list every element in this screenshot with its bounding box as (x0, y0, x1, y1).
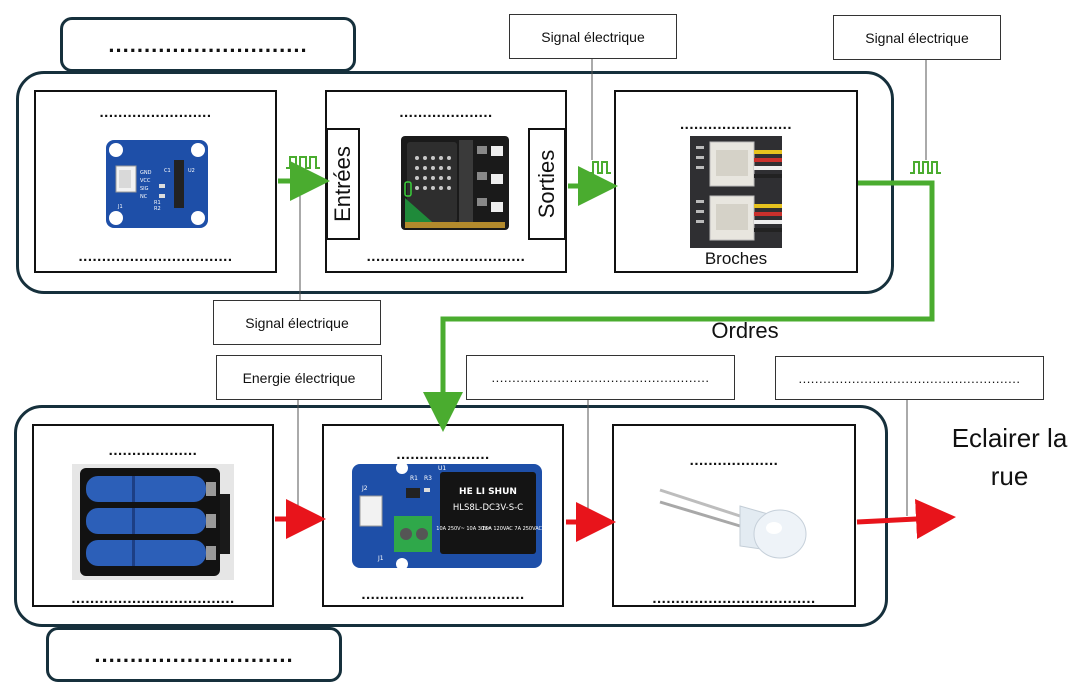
bottom-group-title: ............................ (46, 627, 342, 682)
battery-top-blank: ................... (108, 442, 198, 459)
pins-caption: Broches (704, 249, 768, 268)
battery-panel: ................... ....................… (32, 424, 274, 607)
silk-u2: U2 (188, 168, 195, 174)
battery-bottom-blank: ................................... (71, 590, 235, 607)
silk-gnd: GND (140, 170, 152, 176)
relay-rating-right: 15A 120VAC 7A 250VAC (482, 526, 543, 532)
pins-connector-image (690, 136, 782, 248)
signal-callout-3: Signal électrique (213, 300, 381, 345)
silk-relay-r1: R1 (410, 475, 418, 482)
silk-relay-r3: R3 (424, 475, 432, 482)
microbit-bottom-blank: .................................. (366, 248, 526, 265)
led-image (656, 476, 816, 576)
silk-vcc: VCC (140, 178, 151, 184)
relay-top-blank: .................... (396, 446, 490, 463)
silk-c1: C1 (164, 168, 171, 174)
battery-pack-image (72, 464, 234, 580)
order-arrow-pins-to-relay (423, 180, 935, 432)
orders-label: Ordres (711, 318, 779, 343)
pins-top-blank: ........................ (679, 116, 793, 133)
silk-nc: NC (140, 194, 148, 200)
sensor-top-blank: ........................ (99, 104, 212, 121)
relay-model: HLS8L-DC3V-S-C (453, 503, 523, 513)
relay-bottom-blank: ................................... (361, 586, 525, 603)
relay-brand: HE LI SHUN (459, 487, 517, 497)
sensor-bottom-blank: ................................. (78, 248, 233, 265)
signal-callout-2: Signal électrique (833, 15, 1001, 60)
led-bottom-blank: ................................... (652, 590, 816, 607)
silk-sig: SIG (140, 186, 149, 192)
silk-relay-u1: U1 (438, 465, 446, 472)
microbit-board-image (401, 136, 509, 230)
microbit-top-blank: .................... (399, 104, 493, 121)
outcome-label-line1: Eclairer la (951, 423, 1068, 453)
pins-panel: ........................ Broches (614, 90, 858, 273)
signal-callout-1: Signal électrique (509, 14, 677, 59)
led-panel: ................... ....................… (612, 424, 856, 607)
outcome-label-line2: rue (990, 461, 1029, 491)
pulse-icon-2 (589, 161, 611, 174)
microbit-panel: .................... ...................… (325, 90, 567, 273)
relay-rating-left: 10A 250V~ 10A 30V= (436, 526, 491, 532)
silk-j1: J1 (117, 204, 123, 210)
led-top-blank: ................... (689, 452, 779, 469)
energy-callout: Energie électrique (216, 355, 382, 400)
silk-r1: R1 (154, 200, 161, 206)
energy-arrow-led-to-outcome (856, 499, 956, 539)
blank-callout-1: ........................................… (466, 355, 735, 400)
top-group-title: ............................ (60, 17, 356, 72)
pulse-icon-3 (910, 161, 941, 174)
pulse-icon-1 (286, 156, 320, 169)
blank-callout-2: ........................................… (775, 356, 1044, 400)
relay-module-image: HE LI SHUN HLS8L-DC3V-S-C 10A 250V~ 10A … (352, 462, 543, 570)
sensor-panel: ........................ GND VCC SIG NC … (34, 90, 277, 273)
sensor-board-image: GND VCC SIG NC J1 R1 R2 C1 U2 (106, 140, 208, 228)
silk-j2: J2 (361, 485, 368, 492)
silk-r2: R2 (154, 206, 161, 212)
silk-relay-j1: J1 (377, 555, 384, 562)
outputs-label-box: Sorties (528, 128, 566, 240)
